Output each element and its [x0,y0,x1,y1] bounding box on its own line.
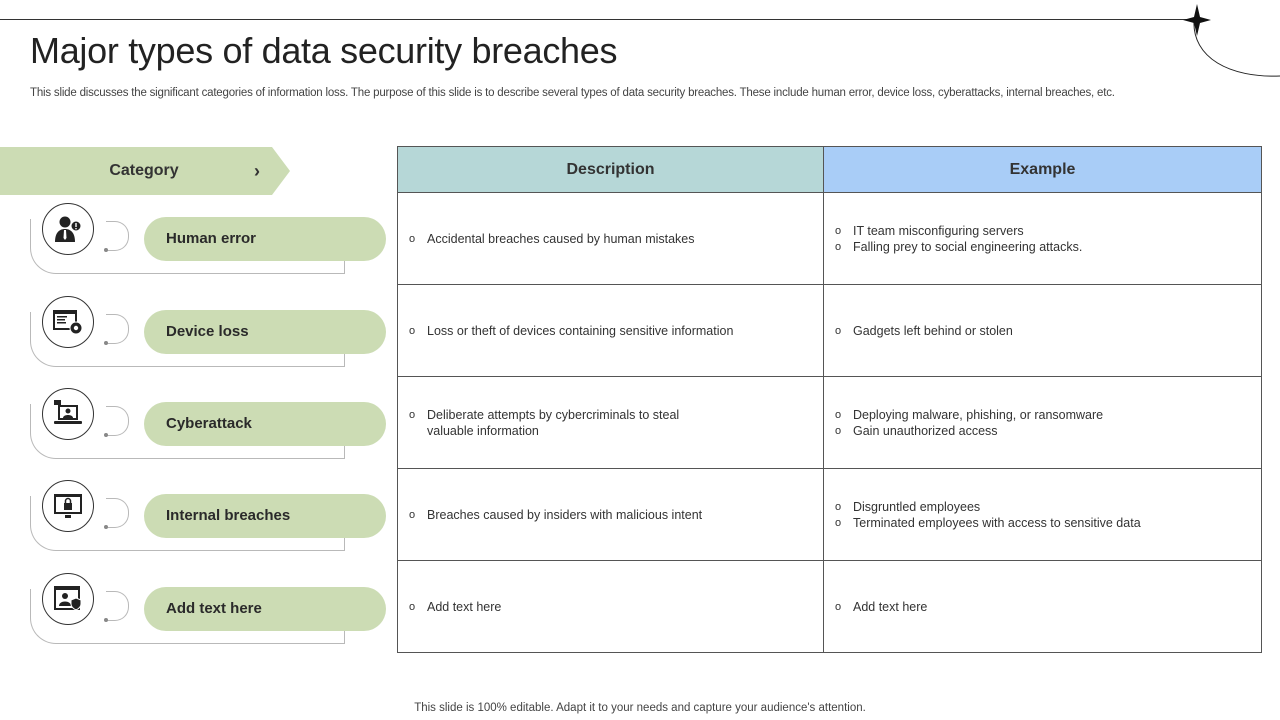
browser-gear-icon [42,296,94,348]
monitor-lock-icon [42,480,94,532]
example-cell: Disgruntled employees Terminated employe… [823,468,1262,561]
category-label: Human error [144,217,386,261]
decorative-sparkle-arc [1183,4,1280,77]
table-row: Loss or theft of devices containing sens… [397,284,1262,377]
top-rule [0,19,1200,20]
column-header-example: Example [823,146,1262,193]
example-cell: Add text here [823,560,1262,653]
example-cell: Gadgets left behind or stolen [823,284,1262,377]
list-item: Add text here [409,599,823,615]
category-label: Cyberattack [144,402,386,446]
page-subtitle: This slide discusses the significant cat… [30,87,1115,99]
description-cell: Deliberate attempts by cybercriminals to… [397,376,824,469]
table-row: Breaches caused by insiders with malicio… [397,468,1262,561]
list-item: Disgruntled employees [835,499,1261,515]
table-row: Add text here Add text here [397,560,1262,653]
description-cell: Breaches caused by insiders with malicio… [397,468,824,561]
category-row-cyberattack: Cyberattack [30,388,390,460]
page-title: Major types of data security breaches [30,30,618,71]
list-item: Loss or theft of devices containing sens… [409,323,823,339]
category-row-add-text: Add text here [30,573,390,645]
table-row: Deliberate attempts by cybercriminals to… [397,376,1262,469]
example-cell: IT team misconfiguring servers Falling p… [823,192,1262,285]
category-row-internal-breaches: Internal breaches [30,480,390,552]
description-cell: Loss or theft of devices containing sens… [397,284,824,377]
employee-alert-icon [42,203,94,255]
chevron-right-icon: › [254,161,260,181]
category-label: Device loss [144,310,386,354]
category-row-human-error: Human error [30,203,390,275]
description-cell: Accidental breaches caused by human mist… [397,192,824,285]
table-header-row: Description Example [397,146,1262,193]
description-cell: Add text here [397,560,824,653]
list-item: Breaches caused by insiders with malicio… [409,507,823,523]
list-item: Gain unauthorized access [835,423,1261,439]
category-header-arrow [0,147,290,195]
category-label: Add text here [144,587,386,631]
list-item: IT team misconfiguring servers [835,223,1261,239]
browser-shield-hacker-icon [42,573,94,625]
laptop-hacker-icon [42,388,94,440]
list-item: Falling prey to social engineering attac… [835,239,1261,255]
category-header-label: Category [109,162,179,179]
category-header: Category › [0,147,290,195]
footer-note: This slide is 100% editable. Adapt it to… [414,702,866,714]
list-item: Terminated employees with access to sens… [835,515,1261,531]
category-row-device-loss: Device loss [30,296,390,368]
breach-table: Description Example Accidental breaches … [397,146,1262,653]
column-header-description: Description [397,146,824,193]
list-item: Add text here [835,599,1261,615]
table-row: Accidental breaches caused by human mist… [397,192,1262,285]
list-item: Gadgets left behind or stolen [835,323,1261,339]
list-item: Deliberate attempts by cybercriminals to… [409,407,707,439]
example-cell: Deploying malware, phishing, or ransomwa… [823,376,1262,469]
category-label: Internal breaches [144,494,386,538]
list-item: Accidental breaches caused by human mist… [409,231,823,247]
list-item: Deploying malware, phishing, or ransomwa… [835,407,1261,423]
